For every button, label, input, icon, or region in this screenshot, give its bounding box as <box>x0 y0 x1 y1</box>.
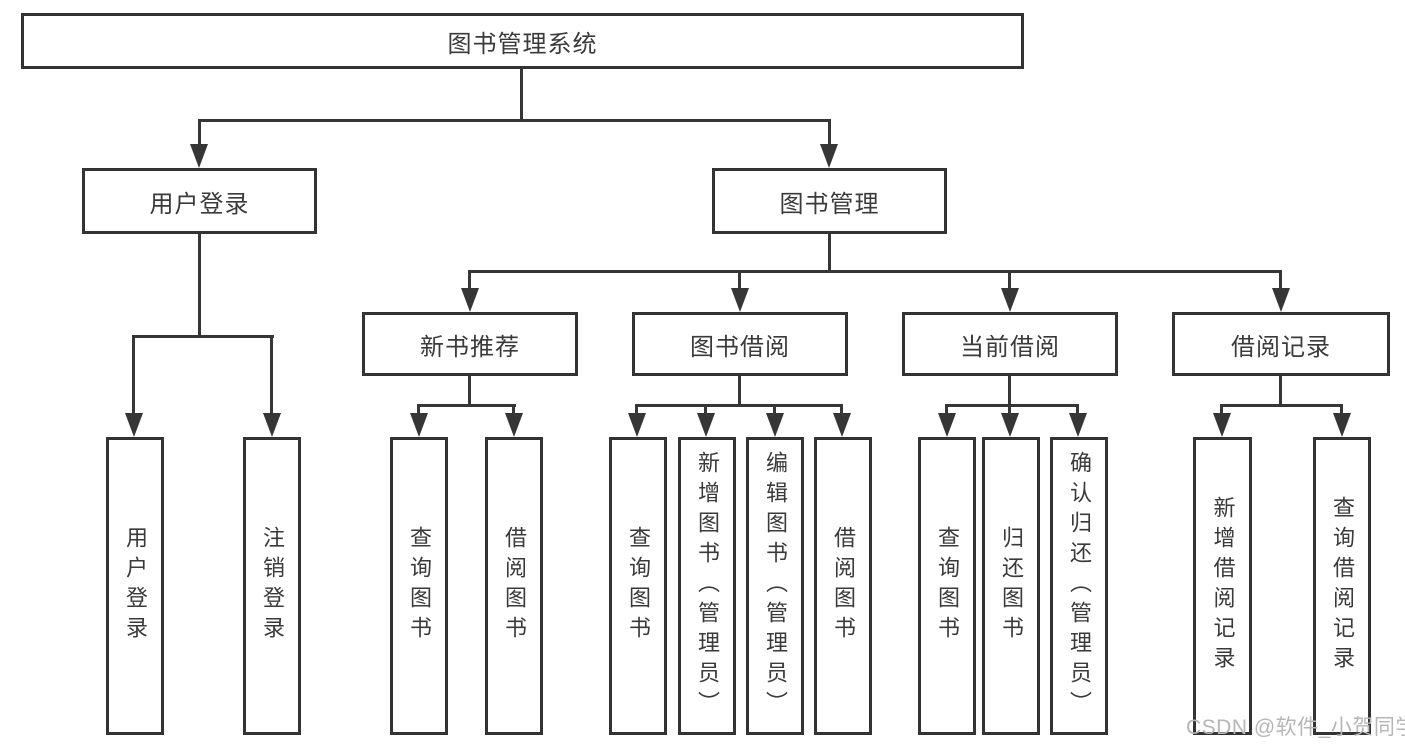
connector-line <box>198 233 201 337</box>
leaf-user-login-label: 用户登录 <box>123 526 148 646</box>
leaf-borrow-books-recommend-label: 借阅图书 <box>502 526 527 646</box>
connector-line <box>270 335 273 415</box>
leaf-query-books-recommend: 查询图书 <box>390 437 448 735</box>
connector-line <box>738 376 741 407</box>
connector-line <box>945 404 1079 407</box>
arrow-down-icon <box>263 413 281 437</box>
connector-line <box>828 233 831 272</box>
leaf-add-books-admin-label: 新增图书（管理员） <box>695 451 720 721</box>
arrow-down-icon <box>697 413 715 437</box>
arrow-down-icon <box>410 413 428 437</box>
connector-line <box>132 335 135 415</box>
connector-line <box>1279 376 1282 407</box>
node-book-management-label: 图书管理 <box>779 190 880 218</box>
leaf-return-books: 归还图书 <box>982 437 1040 735</box>
connector-line <box>468 270 471 291</box>
connector-line <box>1008 270 1011 291</box>
connector-line <box>512 404 515 416</box>
connector-line <box>704 404 707 416</box>
arrow-down-icon <box>505 413 523 437</box>
leaf-confirm-return-admin-label: 确认归还（管理员） <box>1067 451 1092 721</box>
connector-line <box>738 270 741 291</box>
connector-line <box>1008 376 1011 407</box>
leaf-user-login: 用户登录 <box>106 437 164 735</box>
leaf-borrow-books-recommend: 借阅图书 <box>485 437 543 735</box>
connector-line <box>520 68 523 122</box>
leaf-edit-books-admin-label: 编辑图书（管理员） <box>763 451 788 721</box>
arrow-down-icon <box>1001 413 1019 437</box>
node-new-book-recommend-label: 新书推荐 <box>420 333 520 361</box>
connector-line <box>417 404 420 416</box>
node-new-book-recommend: 新书推荐 <box>362 312 578 376</box>
node-book-borrow-label: 图书借阅 <box>690 333 790 361</box>
connector-line <box>945 404 948 416</box>
leaf-query-borrow-record: 查询借阅记录 <box>1313 437 1371 735</box>
connector-line <box>1220 404 1223 416</box>
connector-line <box>840 404 843 416</box>
leaf-query-books-borrow: 查询图书 <box>609 437 667 735</box>
connector-line <box>132 335 274 338</box>
leaf-query-books-borrow-label: 查询图书 <box>626 526 651 646</box>
leaf-borrow-books: 借阅图书 <box>814 437 872 735</box>
connector-line <box>1076 404 1079 416</box>
connector-line <box>635 404 843 407</box>
leaf-confirm-return-admin: 确认归还（管理员） <box>1050 437 1108 735</box>
node-user-login: 用户登录 <box>82 168 317 234</box>
arrow-down-icon <box>461 288 479 312</box>
node-current-borrow: 当前借阅 <box>902 312 1118 376</box>
node-book-management: 图书管理 <box>712 168 947 234</box>
leaf-return-books-label: 归还图书 <box>999 526 1024 646</box>
connector-line <box>198 119 201 147</box>
connector-line <box>468 270 1282 273</box>
leaf-edit-books-admin: 编辑图书（管理员） <box>746 437 804 735</box>
arrow-down-icon <box>190 144 208 168</box>
connector-line <box>417 404 516 407</box>
connector-line <box>468 376 471 407</box>
connector-line <box>1008 404 1011 416</box>
connector-line <box>198 119 831 122</box>
leaf-logout: 注销登录 <box>243 437 301 735</box>
arrow-down-icon <box>820 144 838 168</box>
leaf-add-books-admin: 新增图书（管理员） <box>678 437 736 735</box>
watermark: CSDN @软件_小贺同学 <box>1186 716 1405 739</box>
leaf-add-borrow-record-label: 新增借阅记录 <box>1210 496 1236 676</box>
leaf-query-borrow-record-label: 查询借阅记录 <box>1330 496 1355 676</box>
node-root-label: 图书管理系统 <box>447 30 598 58</box>
arrow-down-icon <box>1069 413 1087 437</box>
node-current-borrow-label: 当前借阅 <box>960 333 1060 361</box>
leaf-query-books-current: 查询图书 <box>918 437 976 735</box>
leaf-query-books-recommend-label: 查询图书 <box>407 526 432 646</box>
arrow-down-icon <box>833 413 851 437</box>
node-book-borrow: 图书借阅 <box>632 312 848 376</box>
arrow-down-icon <box>766 413 784 437</box>
arrow-down-icon <box>1213 413 1231 437</box>
connector-line <box>828 119 831 147</box>
leaf-add-borrow-record: 新增借阅记录 <box>1193 437 1252 735</box>
connector-line <box>635 404 638 416</box>
arrow-down-icon <box>628 413 646 437</box>
leaf-query-books-current-label: 查询图书 <box>935 526 960 646</box>
connector-line <box>1220 404 1343 407</box>
arrow-down-icon <box>1333 413 1351 437</box>
node-root: 图书管理系统 <box>21 13 1024 69</box>
node-user-login-label: 用户登录 <box>149 190 250 218</box>
connector-line <box>773 404 776 416</box>
node-borrow-records: 借阅记录 <box>1172 312 1390 376</box>
arrow-down-icon <box>938 413 956 437</box>
connector-line <box>1340 404 1343 416</box>
arrow-down-icon <box>125 413 143 437</box>
leaf-logout-label: 注销登录 <box>260 526 285 646</box>
connector-line <box>1279 270 1282 291</box>
leaf-borrow-books-label: 借阅图书 <box>831 526 856 646</box>
node-borrow-records-label: 借阅记录 <box>1231 333 1331 361</box>
arrow-down-icon <box>1272 288 1290 312</box>
arrow-down-icon <box>1001 288 1019 312</box>
arrow-down-icon <box>731 288 749 312</box>
